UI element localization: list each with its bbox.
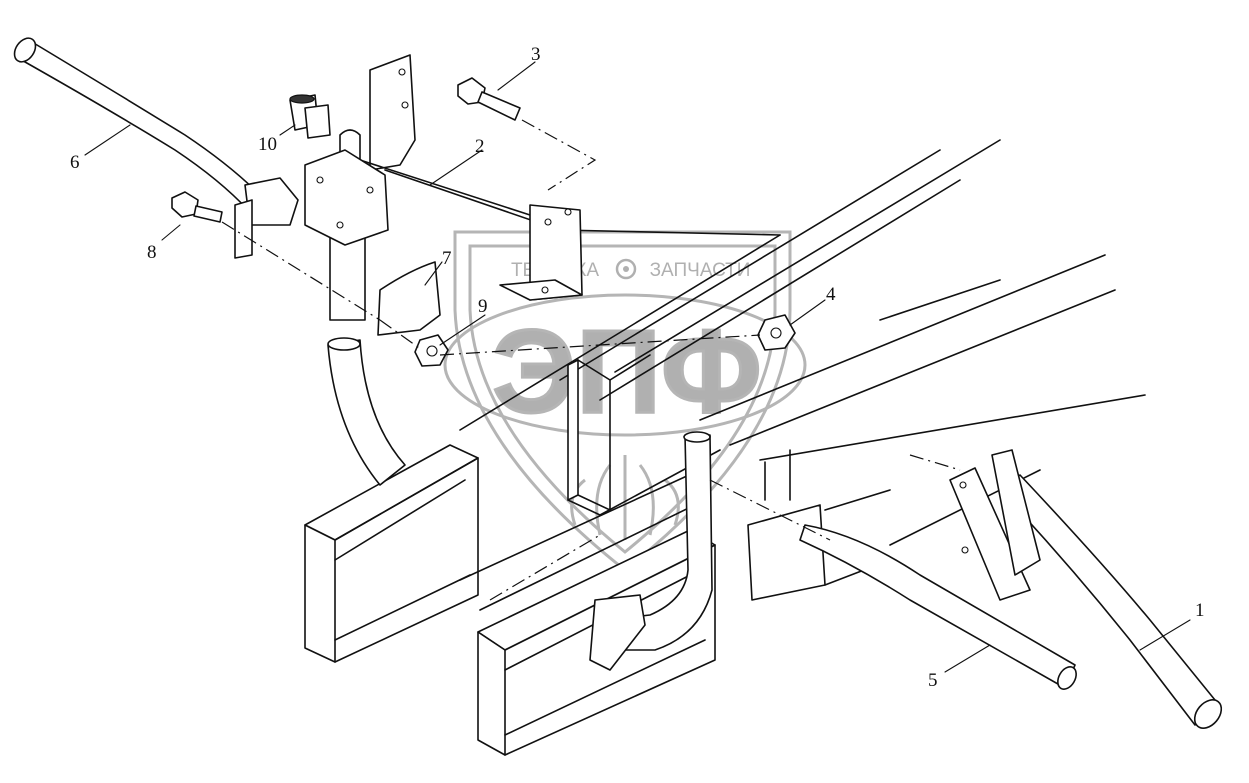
crossmember-left xyxy=(304,444,479,663)
vertical-pipe-left xyxy=(327,224,406,486)
watermark: ТЕХНИКА ЗАПЧАСТИ ЭПФ xyxy=(443,230,807,572)
mounting-plate xyxy=(304,149,389,246)
tube-5 xyxy=(799,524,1077,690)
watermark-shield-inner xyxy=(468,244,777,554)
callout-9: 9 xyxy=(478,296,488,317)
right-bracket-block xyxy=(747,449,891,601)
callout-6: 6 xyxy=(70,152,80,173)
tube-6 xyxy=(13,37,261,211)
callout-1: 1 xyxy=(1195,600,1205,621)
watermark-ellipse xyxy=(443,293,807,437)
gear-icon xyxy=(615,258,637,280)
clamp-right xyxy=(949,449,1041,601)
crossmember-center xyxy=(477,529,716,756)
angle-bracket xyxy=(499,204,583,301)
clamp-7 xyxy=(377,261,441,336)
callout-4: 4 xyxy=(826,284,836,305)
callout-10: 10 xyxy=(258,134,277,155)
assembly-lines xyxy=(221,119,961,601)
tube-1 xyxy=(999,474,1223,729)
callout-2: 2 xyxy=(475,136,485,157)
callout-8: 8 xyxy=(147,242,157,263)
bolt-3 xyxy=(457,77,521,121)
clamp-tube-6 xyxy=(234,177,299,259)
callouts: 1 2 3 4 5 6 7 8 9 10 xyxy=(70,44,1205,691)
callout-5: 5 xyxy=(928,670,938,691)
center-u-pipe xyxy=(604,431,713,651)
leader-lines xyxy=(84,61,1191,673)
vertical-channel xyxy=(567,354,721,516)
bolt-8 xyxy=(171,191,223,223)
cushion-10 xyxy=(289,94,331,139)
clamp-center xyxy=(589,594,646,671)
nut-9 xyxy=(414,334,449,367)
callout-3: 3 xyxy=(531,44,541,65)
callout-7: 7 xyxy=(442,248,452,269)
wheat-emblem-icon xyxy=(570,455,680,540)
watermark-right-text: ЗАПЧАСТИ xyxy=(650,260,751,281)
